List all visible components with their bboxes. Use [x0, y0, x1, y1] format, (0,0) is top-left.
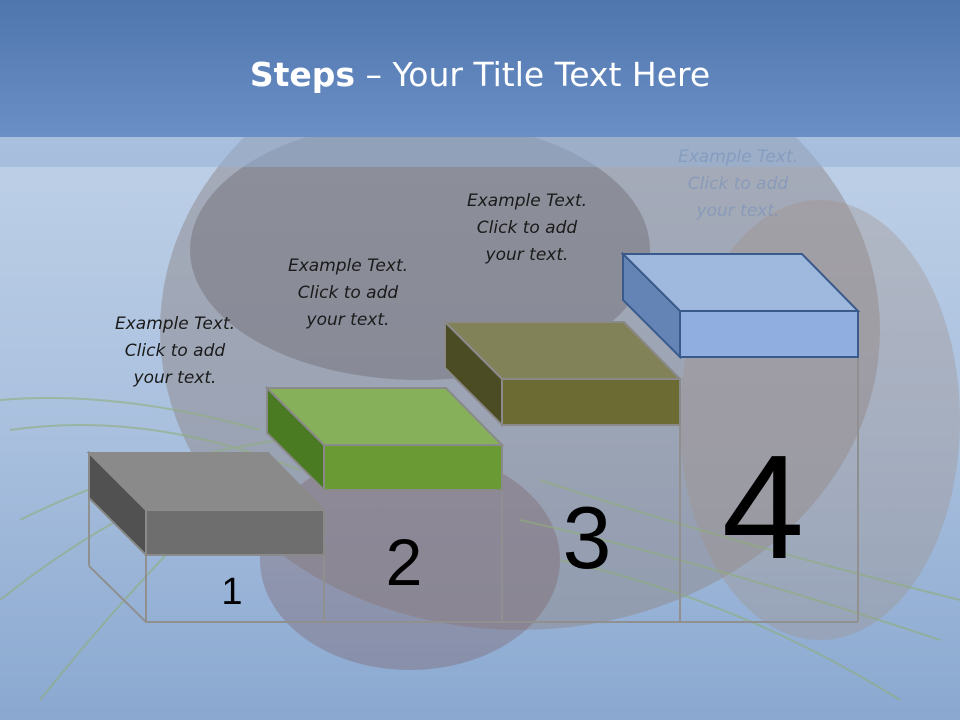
title-bar-band: [0, 137, 960, 167]
step-block-1: [86, 450, 327, 558]
step-block-4: [620, 251, 861, 360]
slide-title[interactable]: Steps – Your Title Text Here: [0, 52, 960, 98]
step-number-1: 1: [221, 571, 242, 613]
step-block-2: [264, 385, 505, 493]
step-block-3: [442, 319, 683, 428]
title-bold: Steps: [249, 55, 356, 94]
step-label-4[interactable]: Example Text. Click to add your text.: [677, 147, 799, 221]
step-number-4: 4: [722, 425, 804, 590]
step-number-2: 2: [386, 525, 423, 599]
step-label-3[interactable]: Example Text. Click to add your text.: [466, 191, 588, 265]
title-bar: [0, 0, 960, 137]
step-label-2[interactable]: Example Text. Click to add your text.: [287, 256, 409, 330]
step-outlines: [88, 357, 859, 623]
step-label-1[interactable]: Example Text. Click to add your text.: [114, 314, 236, 388]
title-rest: – Your Title Text Here: [355, 55, 711, 94]
step-number-3: 3: [563, 488, 612, 587]
